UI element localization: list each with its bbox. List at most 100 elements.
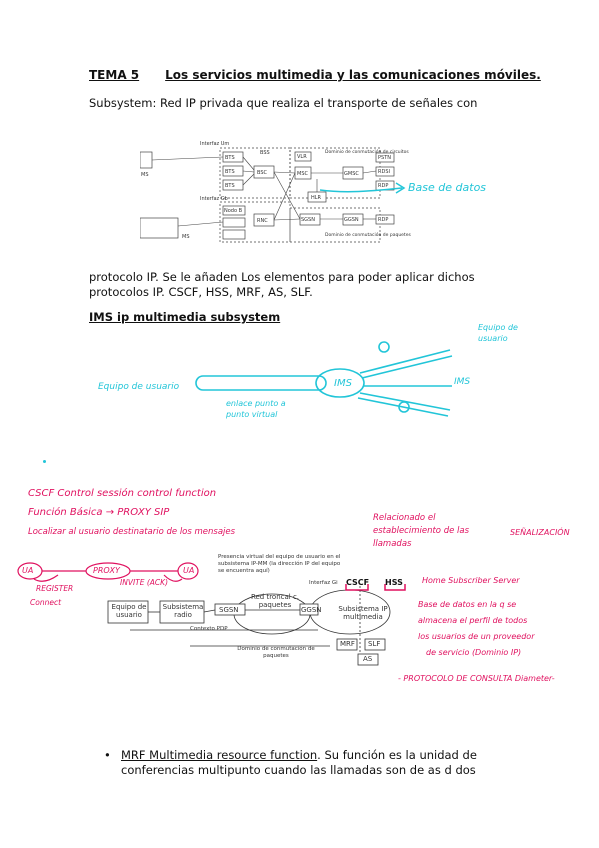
paragraph-line-2: protocolos IP. CSCF, HSS, MRF, AS, SLF. bbox=[89, 285, 313, 299]
ua-right-label: UA bbox=[183, 566, 195, 575]
pdn-label-2: RDP bbox=[378, 217, 388, 223]
tema-number: TEMA 5 bbox=[89, 68, 140, 82]
nodo-b-3 bbox=[222, 229, 246, 240]
annotation-arrowhead bbox=[395, 182, 406, 194]
pstn-box bbox=[375, 152, 395, 163]
pdn-label-1: RDP bbox=[378, 183, 388, 189]
register-curve bbox=[33, 574, 59, 582]
gmsc-label: GMSC bbox=[344, 171, 359, 177]
ims-ellipse bbox=[315, 368, 365, 398]
contexto-text: Contexto PDP bbox=[190, 626, 228, 632]
ggsn-box bbox=[342, 213, 364, 226]
mrf-text: MRF bbox=[340, 640, 355, 648]
enlace-label: enlace punto a punto virtual bbox=[226, 399, 286, 419]
ims-center-label: IMS bbox=[334, 378, 352, 389]
tema-title: Los servicios multimedia y las comunicac… bbox=[165, 68, 541, 82]
cscf-note-2: Función Básica → PROXY SIP bbox=[28, 507, 170, 518]
sgsn-box-2 bbox=[214, 603, 246, 616]
red-troncal-text: Red troncal c. paquetes bbox=[250, 593, 300, 609]
ggsn-text: GGSN bbox=[301, 606, 322, 614]
vlr-label: VLR bbox=[297, 154, 307, 160]
interfaz-um-label: Interfaz Um bbox=[200, 141, 229, 147]
ms-label-2: MS bbox=[182, 234, 190, 240]
tunnel-top bbox=[359, 349, 453, 379]
ims-right-label: IMS bbox=[454, 377, 471, 387]
bss-label: BSS bbox=[260, 150, 270, 156]
packet-domain-label: Dominio de conmutación de paquetes bbox=[325, 231, 411, 238]
sgsn-label: SGSN bbox=[301, 217, 315, 223]
as-box bbox=[357, 653, 379, 666]
subsistema-radio-text: Subsistema radio bbox=[162, 603, 204, 619]
bullet-line-1: MRF Multimedia resource function. Su fun… bbox=[121, 748, 477, 763]
ims-architecture-diagram bbox=[107, 584, 406, 666]
mrf-box bbox=[336, 638, 358, 651]
equipo-usuario-right: Equipo de usuario bbox=[478, 323, 518, 343]
bts-label-3: BTS bbox=[225, 183, 235, 189]
endpoint-top bbox=[378, 341, 390, 353]
protocolo-note: - PROTOCOLO DE CONSULTA Diameter- bbox=[398, 674, 555, 683]
cscf-label: CSCF bbox=[346, 578, 370, 587]
sip-flow-sketch bbox=[17, 562, 199, 582]
cscf-note-1: CSCF Control sessión control function bbox=[28, 488, 217, 499]
pdn-box-2 bbox=[375, 214, 395, 225]
base-de-datos-annotation: Base de datos bbox=[408, 181, 487, 194]
bsc-label: BSC bbox=[257, 170, 268, 176]
circuit-domain-label: Dominio de conmutación de circuitos bbox=[325, 148, 409, 155]
slf-box bbox=[364, 638, 386, 651]
cscf-highlight bbox=[345, 584, 369, 591]
network-architecture-diagram: Interfaz Um Interfaz Gb BTS BTS BTS BSC … bbox=[140, 141, 411, 243]
nodo-b-1 bbox=[222, 205, 246, 216]
ms-label-1: MS bbox=[141, 172, 149, 178]
bullet-line-2: conferencias multipunto cuando las llama… bbox=[121, 763, 476, 777]
hlr-label: HLR bbox=[311, 195, 322, 201]
ggsn-label: GGSN bbox=[344, 217, 359, 223]
interfaz-gi-label: Interfaz Gi bbox=[309, 580, 338, 586]
isdn-box bbox=[375, 166, 395, 177]
vlr-box bbox=[294, 151, 312, 162]
bts-label-1: BTS bbox=[225, 155, 235, 161]
hss-desc-3: los usuarios de un proveedor bbox=[418, 632, 535, 641]
pstn-label: PSTN bbox=[378, 155, 391, 161]
presencia-label: Presencia virtual del equipo de usuario … bbox=[218, 554, 341, 574]
cscf-note-3: Localizar al usuario destinatario de los… bbox=[28, 527, 236, 537]
paragraph-line-1: protocolo IP. Se le añaden Los elementos… bbox=[89, 270, 475, 284]
hss-desc-1: Base de datos en la q se bbox=[418, 600, 517, 609]
hss-desc-4: de servicio (Dominio IP) bbox=[426, 648, 522, 657]
intro-line: Subsystem: Red IP privada que realiza el… bbox=[89, 96, 478, 110]
stray-dot bbox=[43, 460, 46, 463]
circuit-domain-frame bbox=[289, 147, 381, 199]
hss-desc-2: almacena el perfil de todos bbox=[418, 616, 528, 625]
nodo-b-label: Nodo B bbox=[224, 208, 243, 214]
slf-text: SLF bbox=[368, 640, 381, 648]
hss-highlight bbox=[384, 584, 406, 591]
interfaz-gb-label: Interfaz Gb bbox=[200, 196, 228, 202]
rnc-label: RNC bbox=[257, 218, 268, 224]
ggsn-box-2 bbox=[299, 603, 319, 616]
ua-left-label: UA bbox=[22, 566, 34, 575]
subsistema-ip-text: Subsistema IP multimedia bbox=[338, 605, 388, 621]
bullet-marker: • bbox=[104, 748, 111, 762]
hss-label: HSS bbox=[385, 578, 403, 587]
equipo-usuario-left: Equipo de usuario bbox=[98, 382, 180, 392]
invite-curve bbox=[163, 574, 183, 582]
dominio-text: Dominio de conmutación de paquetes bbox=[237, 646, 315, 659]
ims-heading: IMS ip multimedia subsystem bbox=[89, 310, 281, 324]
senalizacion-note: SEÑALIZACIÓN bbox=[510, 528, 570, 537]
invite-label: INVITE (ACK) bbox=[120, 578, 169, 587]
ms-phone-1 bbox=[140, 151, 153, 169]
proxy-label: PROXY bbox=[93, 566, 120, 575]
packet-domain-frame bbox=[289, 207, 381, 243]
relacionado-note: Relacionado el establecimiento de las ll… bbox=[373, 513, 470, 549]
tunnel-left bbox=[195, 375, 327, 391]
hss-note: Home Subscriber Server bbox=[422, 576, 520, 585]
register-label: REGISTER bbox=[36, 584, 74, 593]
mrf-term: MRF Multimedia resource function bbox=[121, 748, 318, 762]
endpoint-bottom bbox=[398, 401, 410, 413]
msc-label: MSC bbox=[297, 171, 308, 177]
nodo-b-2 bbox=[222, 217, 246, 228]
ims-sketch bbox=[195, 341, 453, 417]
as-text: AS bbox=[363, 655, 373, 663]
sgsn-text: SGSN bbox=[219, 606, 239, 614]
connect-label: Connect bbox=[30, 598, 62, 607]
bts-label-2: BTS bbox=[225, 169, 235, 175]
